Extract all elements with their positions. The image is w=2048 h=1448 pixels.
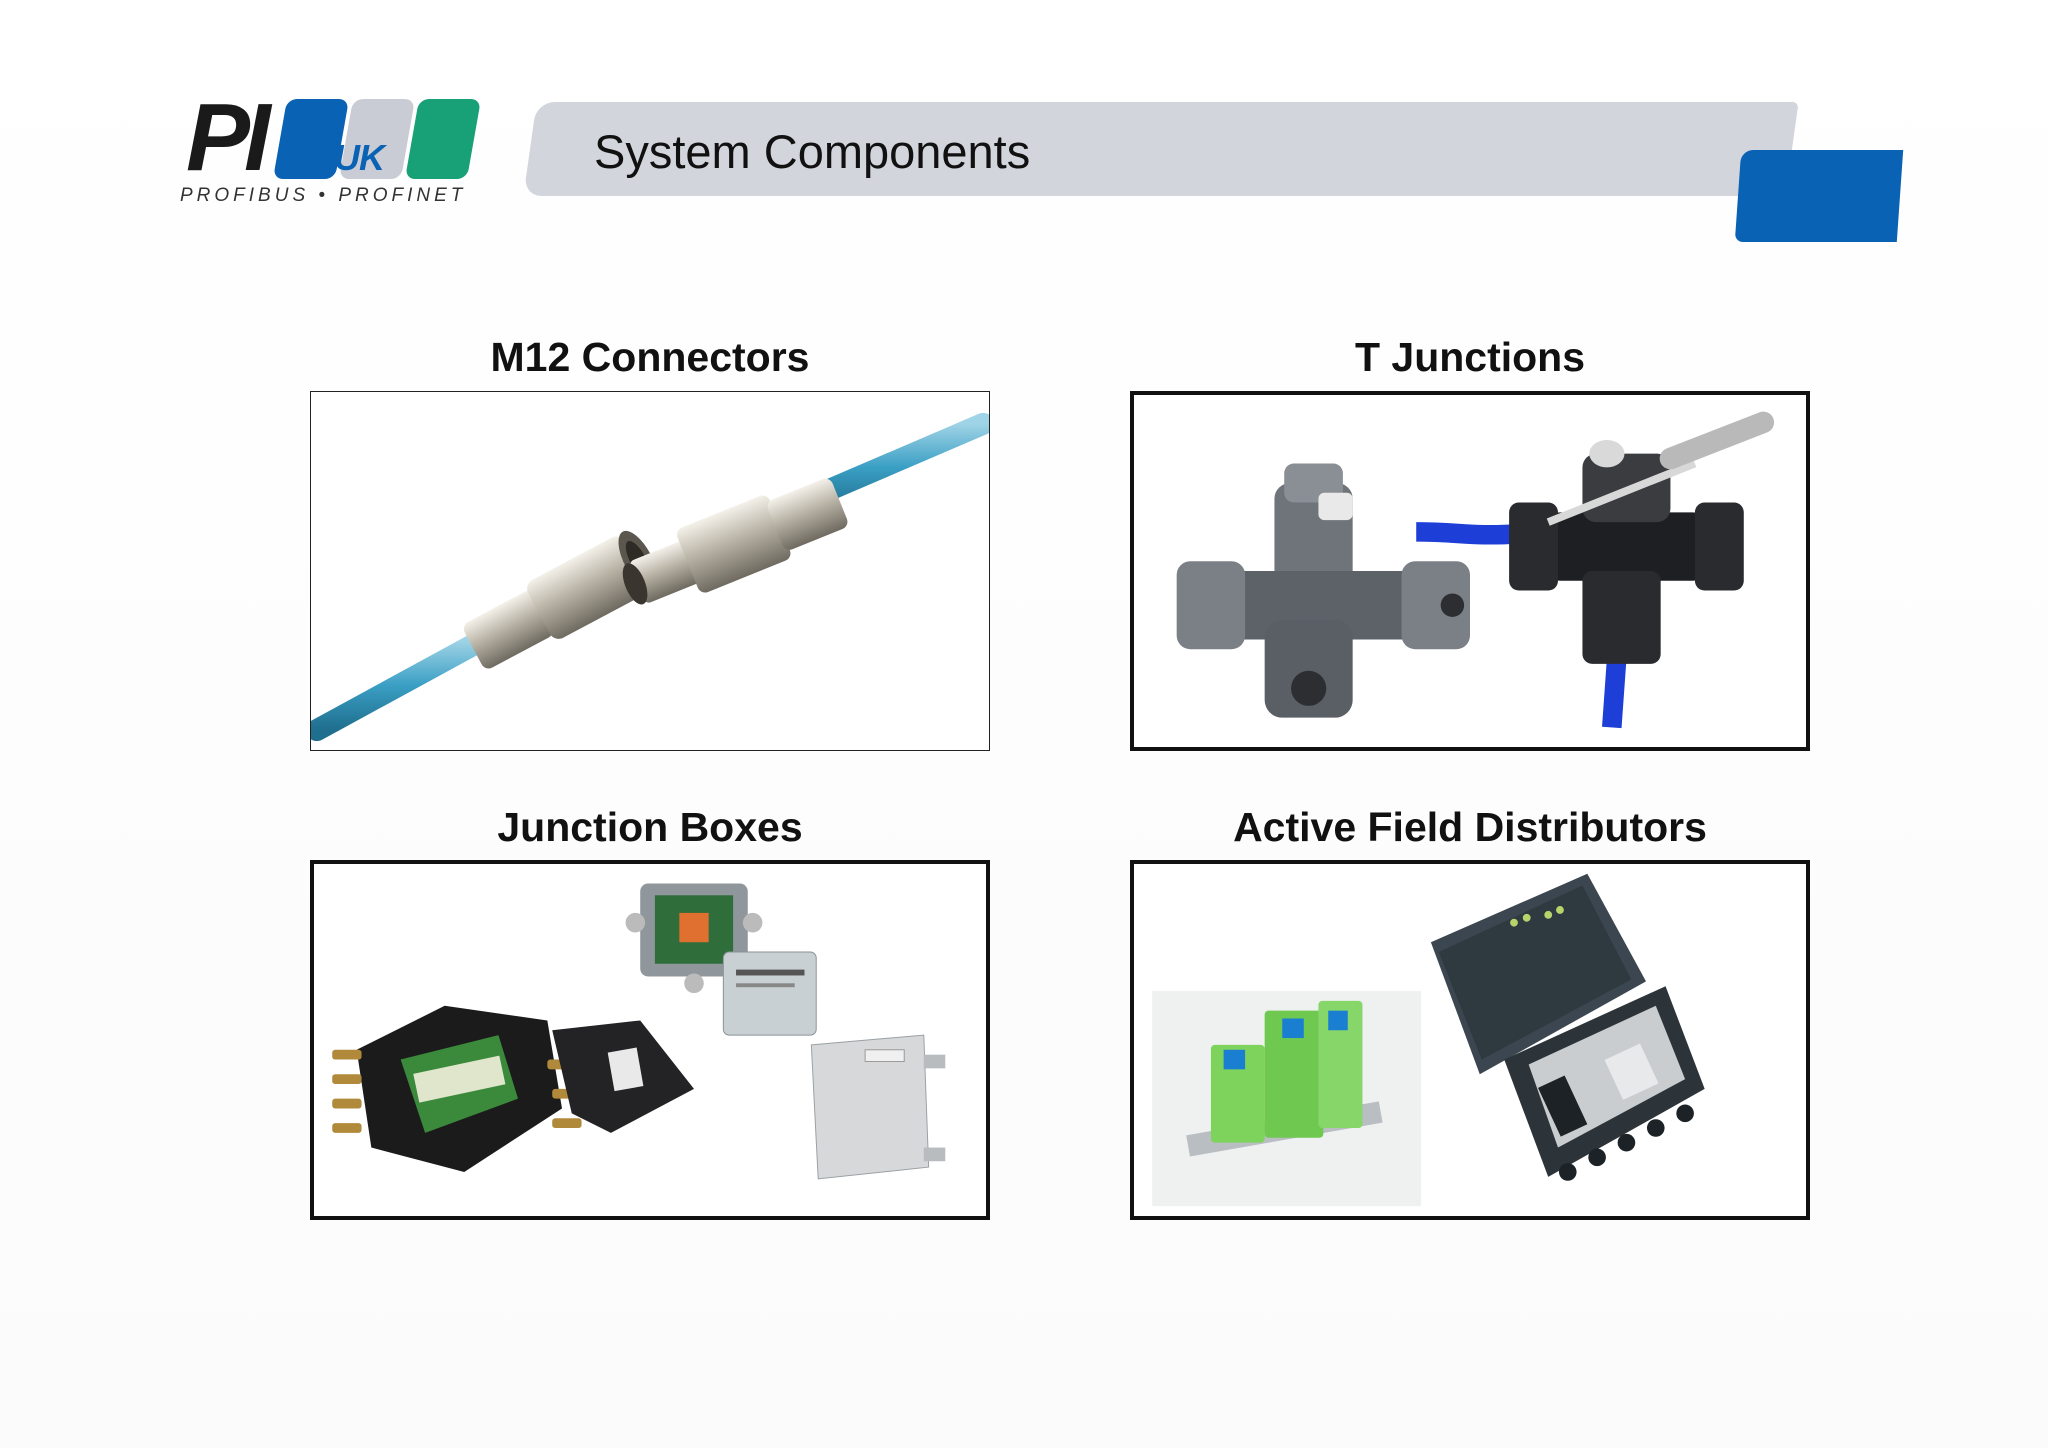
logo-mark: PI <box>186 84 271 191</box>
t-junctions-illustration <box>1176 411 1775 729</box>
section-caption-junction-boxes: Junction Boxes <box>497 804 803 850</box>
pi-uk-logo: PI UK PROFIBUS • PROFINET <box>180 84 482 215</box>
logo-country: UK <box>334 137 385 178</box>
junction-boxes-illustration <box>332 883 946 1180</box>
active-field-distributors-illustration <box>1152 873 1705 1207</box>
m12-connectors-photo <box>310 391 990 751</box>
logo-tagline: PROFIBUS • PROFINET <box>180 185 467 206</box>
junction-boxes-photo <box>310 860 990 1220</box>
title-accent-block <box>1734 150 1904 242</box>
section-caption-active-field-distributors: Active Field Distributors <box>1233 804 1707 850</box>
section-caption-m12: M12 Connectors <box>490 334 810 380</box>
page-title: System Components <box>594 125 1031 178</box>
logo-green-tile <box>404 99 482 179</box>
t-junctions-photo <box>1130 391 1810 751</box>
m12-connectors-illustration <box>311 412 989 742</box>
section-caption-t-junctions: T Junctions <box>1354 334 1586 380</box>
active-field-distributors-photo <box>1130 860 1810 1220</box>
